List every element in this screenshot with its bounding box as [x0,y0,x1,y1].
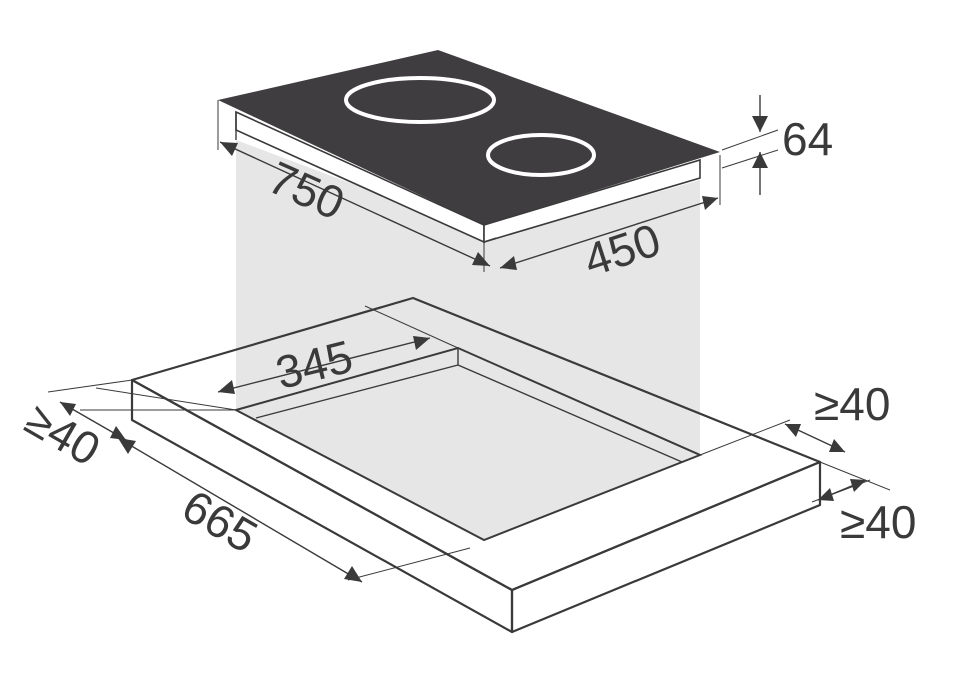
hob-glass-top [218,50,720,225]
large-burner-ring [344,76,496,124]
margin-right-label: ≥40 [814,378,890,430]
dim-hob-height: 64 [721,95,833,195]
dim-margin-right: ≥40 [699,378,890,491]
projection-shadow [236,140,700,455]
margin-left-label: ≥40 [17,393,109,476]
hob-right-edge [483,158,701,244]
hob-height-label: 64 [782,113,833,165]
dim-margin-front: ≥40 [811,479,916,548]
dim-margin-left: ≥40 [17,379,236,476]
small-burner-ring [486,133,596,177]
cutout-width-label: 665 [174,479,266,562]
margin-front-label: ≥40 [840,496,916,548]
